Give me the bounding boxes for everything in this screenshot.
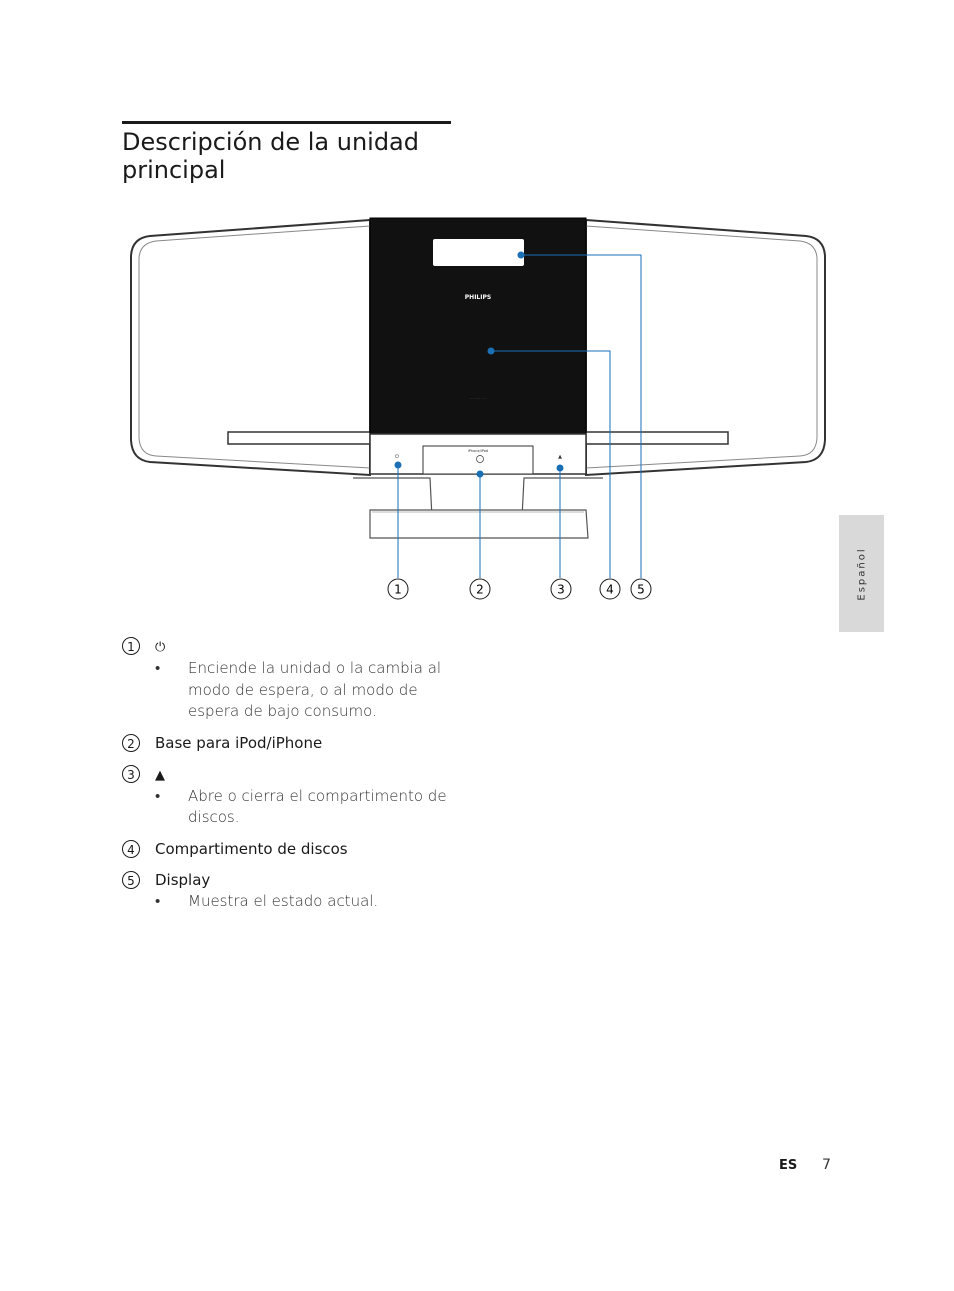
item-number: 4 — [122, 839, 140, 858]
left-speaker — [130, 218, 371, 477]
item-bullet: Abre o cierra el compartimento de discos… — [155, 786, 462, 829]
item-bullet: Muestra el estado actual. — [155, 891, 462, 913]
list-item: 1 ⏻ Enciende la unidad o la cambia al mo… — [122, 636, 462, 723]
language-tab-label: Español — [856, 546, 867, 601]
eject-icon: ▲ — [558, 454, 562, 460]
callout-2: 2 — [476, 583, 484, 597]
callout-3: 3 — [557, 583, 565, 597]
display-window — [433, 239, 524, 266]
item-number: 5 — [122, 870, 140, 889]
page-number: 7 — [822, 1157, 831, 1173]
footer-language: ES — [779, 1158, 798, 1173]
power-icon: ⏻ — [155, 640, 166, 655]
language-tab: Español — [839, 515, 884, 632]
product-diagram: PHILIPS ····· ······ ······ iPhone/iPod … — [130, 217, 826, 600]
power-icon: ⏻ — [395, 454, 399, 460]
list-item: 4 Compartimento de discos — [122, 839, 462, 860]
svg-text:····· ······ ······: ····· ······ ······ — [469, 396, 487, 400]
item-label: Compartimento de discos — [155, 839, 348, 858]
list-item: 3 ▲ Abre o cierra el compartimento de di… — [122, 764, 462, 829]
callout-4: 4 — [606, 583, 614, 597]
item-label: Display — [155, 870, 211, 889]
item-list: 1 ⏻ Enciende la unidad o la cambia al mo… — [122, 636, 462, 922]
list-item: 2 Base para iPod/iPhone — [122, 733, 462, 754]
item-number: 2 — [122, 733, 140, 752]
dock-label: iPhone/iPod — [468, 449, 488, 453]
page-title: Descripción de la unidad principal — [122, 128, 419, 184]
item-number: 1 — [122, 637, 140, 655]
eject-icon: ▲ — [155, 767, 165, 783]
brand-logo: PHILIPS — [465, 294, 491, 301]
callout-5: 5 — [637, 583, 645, 597]
right-speaker — [585, 218, 826, 477]
list-item: 5 Display Muestra el estado actual. — [122, 870, 462, 913]
callout-1: 1 — [394, 583, 402, 597]
item-label: Base para iPod/iPhone — [155, 733, 323, 752]
item-bullet: Enciende la unidad o la cambia al modo d… — [155, 658, 462, 723]
item-number: 3 — [122, 764, 140, 783]
title-rule — [122, 121, 451, 124]
